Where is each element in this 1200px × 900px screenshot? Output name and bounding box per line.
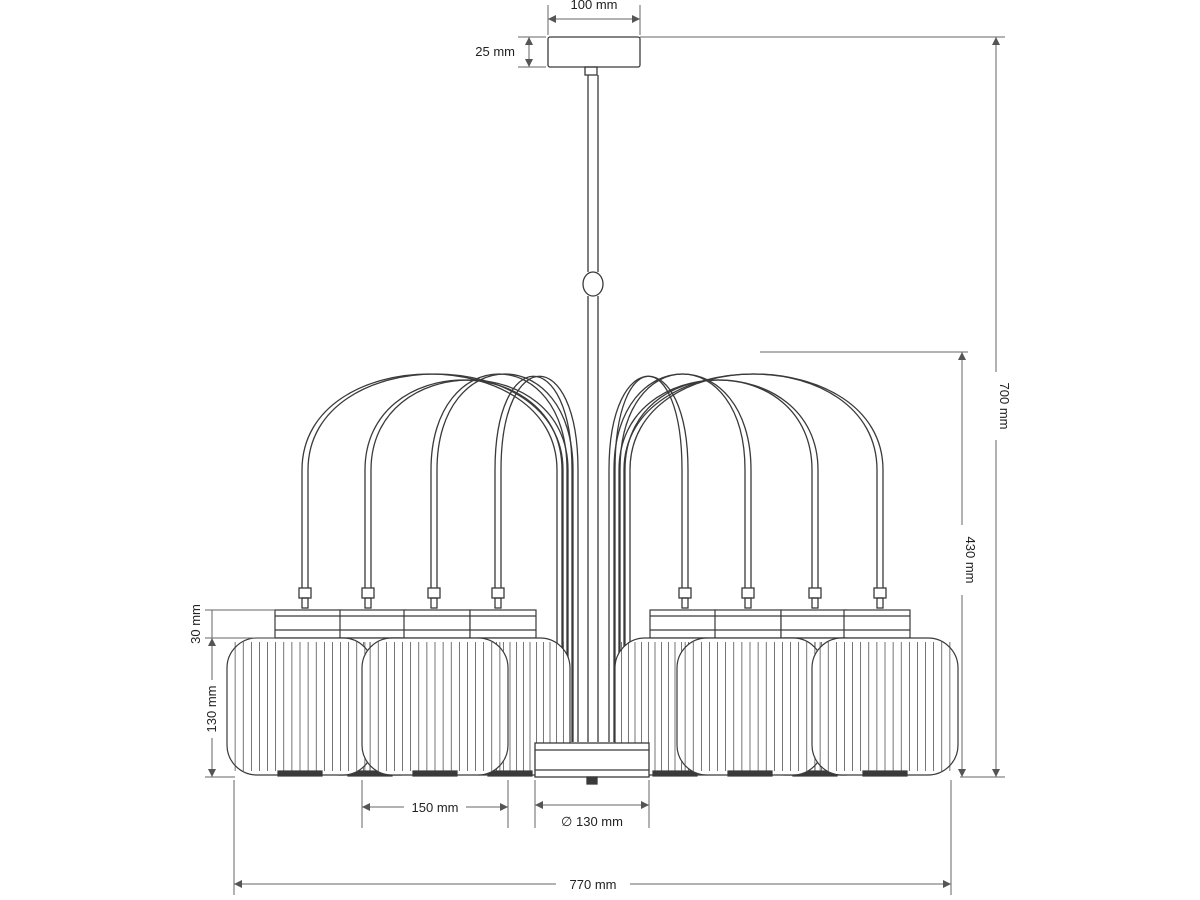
socket-cap [274,609,342,639]
ribbed-shade [811,637,959,777]
shade-base [487,770,533,777]
arm [491,375,579,742]
dim-hub-diameter: ∅ 130 mm [561,814,623,829]
socket-cap [469,609,537,639]
dim-total-height: 700 mm [997,383,1012,430]
arm-fitting [301,597,309,609]
arm-fitting [741,587,755,599]
arm-fitting [876,597,884,609]
arm-fitting [491,587,505,599]
arm-fitting [361,587,375,599]
arm [613,373,755,742]
dimension-lines [205,5,1005,895]
dim-cap-height: 30 mm [188,604,203,644]
canopy [547,36,641,76]
arm-fitting [494,597,502,609]
ribbed-shade [676,637,824,777]
arm-fitting [873,587,887,599]
arm [361,379,569,742]
dim-body-height: 430 mm [963,537,978,584]
arm-fitting [808,587,822,599]
shades-group [226,609,959,777]
socket-cap [339,609,407,639]
dim-shade-height: 130 mm [204,686,219,733]
shade-base [727,770,773,777]
arm-fitting [364,597,372,609]
shade-base [412,770,458,777]
arms-group [298,373,887,742]
arm-fitting [811,597,819,609]
arm-fitting [430,597,438,609]
dim-canopy-width: 100 mm [571,0,618,12]
arm-fitting [744,597,752,609]
center-rod [582,75,604,742]
socket-cap [714,609,782,639]
shade-base [862,770,908,777]
ribbed-shade [361,637,509,777]
arm-fitting [681,597,689,609]
socket-cap [649,609,717,639]
shade-base [652,770,698,777]
dim-total-width: 770 mm [570,877,617,892]
ribbed-shade [226,637,374,777]
shade-base [277,770,323,777]
arm-fitting [678,587,692,599]
arm-fitting [427,587,441,599]
socket-cap [780,609,848,639]
dim-shade-width: 150 mm [412,800,459,815]
socket-cap [403,609,471,639]
socket-cap [843,609,911,639]
dim-canopy-height: 25 mm [475,44,515,59]
arm-fitting [298,587,312,599]
arm [623,373,887,742]
center-hub [534,742,650,785]
